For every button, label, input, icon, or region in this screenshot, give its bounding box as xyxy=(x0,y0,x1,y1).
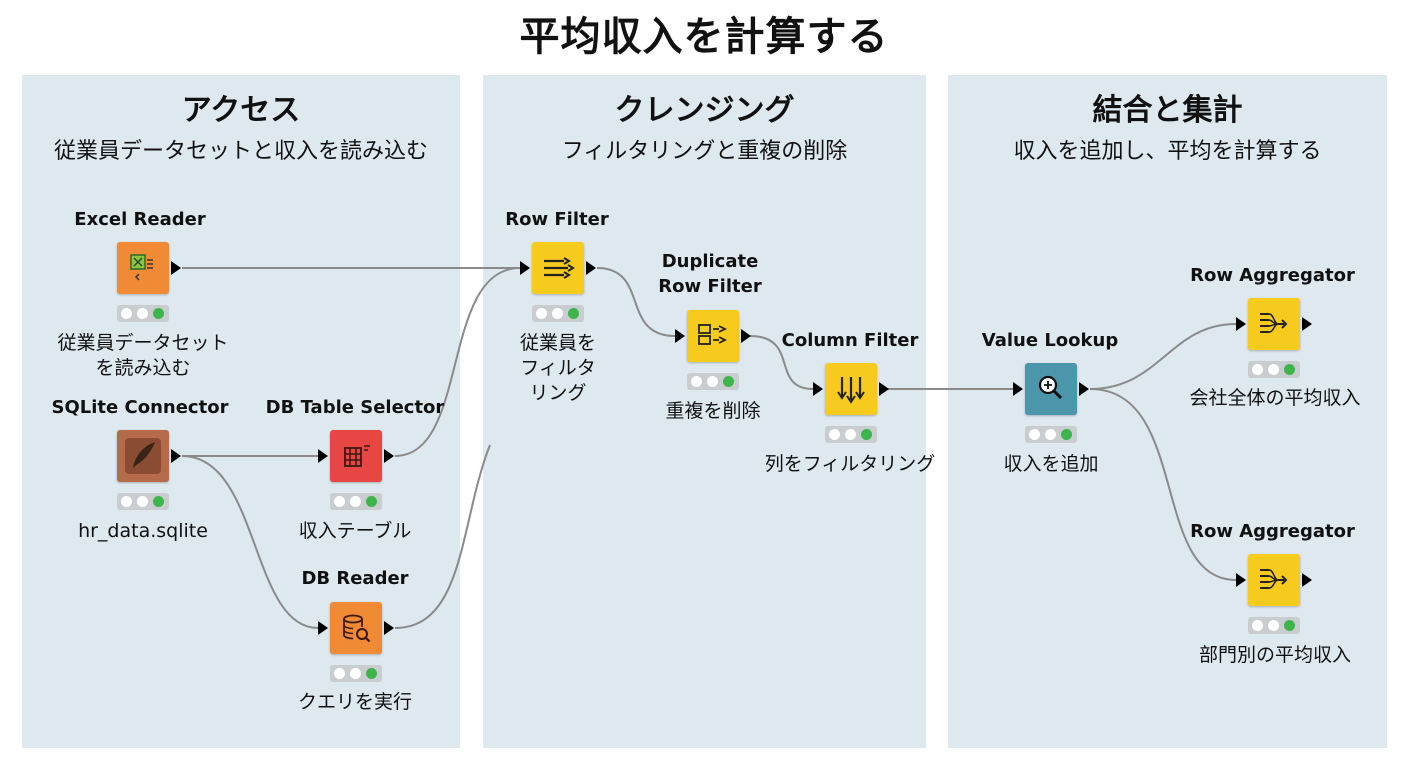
input-port[interactable] xyxy=(520,261,530,275)
aggregator-icon xyxy=(1260,569,1288,589)
row-filter-node[interactable] xyxy=(532,242,584,294)
status-indicator xyxy=(532,305,584,322)
row-filter-icon xyxy=(544,257,575,279)
output-port[interactable] xyxy=(384,449,394,463)
page-title: 平均収入を計算する xyxy=(519,14,889,60)
section-access: アクセス 従業員データセットと収入を読み込む xyxy=(22,75,460,748)
edge-valuelookup-to-agg1 xyxy=(1089,323,1237,390)
node-caption: hr_data.sqlite xyxy=(78,520,208,542)
aggregator-icon xyxy=(1260,313,1288,333)
node-caption: 収入テーブル xyxy=(298,520,412,542)
node-title: DB Reader xyxy=(301,568,409,589)
status-indicator xyxy=(330,493,382,510)
sqlite-connector-node[interactable] xyxy=(117,430,169,482)
node-caption: 部門別の平均収入 xyxy=(1198,644,1351,666)
node-caption: 従業員をフィルタリング xyxy=(519,332,596,404)
database-search-icon xyxy=(343,614,371,643)
column-filter-node[interactable] xyxy=(825,363,877,415)
status-indicator xyxy=(1025,426,1077,443)
section-title: クレンジング xyxy=(614,93,795,128)
node-title: Column Filter xyxy=(781,330,919,351)
status-indicator xyxy=(687,373,739,390)
edge-dbreader-to-rowfilter xyxy=(394,444,491,629)
output-port[interactable] xyxy=(171,261,181,275)
input-port[interactable] xyxy=(1236,573,1246,587)
edge-sqlite-to-dbreader xyxy=(181,455,319,629)
status-indicator xyxy=(1248,617,1300,634)
output-port[interactable] xyxy=(741,329,751,343)
input-port[interactable] xyxy=(318,449,328,463)
status-indicator xyxy=(117,493,169,510)
section-subtitle: フィルタリングと重複の削除 xyxy=(561,139,848,164)
status-indicator xyxy=(825,426,877,443)
node-caption: クエリを実行 xyxy=(297,691,412,713)
input-port[interactable] xyxy=(813,382,823,396)
input-port[interactable] xyxy=(1013,382,1023,396)
node-caption: 収入を追加 xyxy=(1003,453,1099,475)
output-port[interactable] xyxy=(586,261,596,275)
output-port[interactable] xyxy=(171,449,181,463)
output-port[interactable] xyxy=(1079,382,1089,396)
status-indicator xyxy=(1248,361,1300,378)
node-title: Row Aggregator xyxy=(1190,521,1355,542)
status-indicator xyxy=(330,665,382,682)
node-title: Excel Reader xyxy=(74,209,206,230)
node-caption: 重複を削除 xyxy=(665,400,761,422)
duplicate-filter-icon xyxy=(698,324,728,345)
input-port[interactable] xyxy=(1236,317,1246,331)
output-port[interactable] xyxy=(384,621,394,635)
node-caption: 従業員データセットを読み込む xyxy=(57,332,229,379)
edge-dbtable-to-rowfilter xyxy=(394,267,521,457)
row-aggregator-node[interactable] xyxy=(1248,298,1300,350)
output-port[interactable] xyxy=(1302,317,1312,331)
node-caption: 会社全体の平均収入 xyxy=(1189,387,1361,409)
node-title: SQLite Connector xyxy=(51,397,229,418)
section-subtitle: 従業員データセットと収入を読み込む xyxy=(53,139,428,164)
feather-icon xyxy=(125,438,161,474)
input-port[interactable] xyxy=(675,329,685,343)
duplicate-row-filter-node[interactable] xyxy=(687,310,739,362)
status-indicator xyxy=(117,305,169,322)
column-filter-icon xyxy=(837,377,865,404)
node-title: Row Aggregator xyxy=(1190,265,1355,286)
db-table-selector-node[interactable] xyxy=(330,430,382,482)
value-lookup-node[interactable] xyxy=(1025,363,1077,415)
node-title: Value Lookup xyxy=(981,330,1119,351)
table-select-icon xyxy=(344,445,370,467)
section-join-aggregate: 結合と集計 収入を追加し、平均を計算する xyxy=(948,75,1387,748)
output-port[interactable] xyxy=(879,382,889,396)
excel-icon xyxy=(130,254,153,281)
row-aggregator-node[interactable] xyxy=(1248,554,1300,606)
node-title: Row Filter xyxy=(505,209,609,230)
node-title: DB Table Selector xyxy=(265,397,445,418)
db-reader-node[interactable] xyxy=(330,602,382,654)
section-title: アクセス xyxy=(181,93,301,128)
edge-rowfilter-to-duplicate xyxy=(596,267,676,337)
section-title: 結合と集計 xyxy=(1092,93,1243,128)
excel-reader-node[interactable] xyxy=(117,242,169,294)
edge-valuelookup-to-agg2 xyxy=(1089,388,1237,581)
output-port[interactable] xyxy=(1302,573,1312,587)
edge-duplicate-to-columnfilter xyxy=(749,335,814,390)
magnifier-plus-icon xyxy=(1038,375,1063,400)
node-caption: 列をフィルタリング xyxy=(764,453,936,475)
input-port[interactable] xyxy=(318,621,328,635)
section-subtitle: 収入を追加し、平均を計算する xyxy=(1013,139,1322,164)
